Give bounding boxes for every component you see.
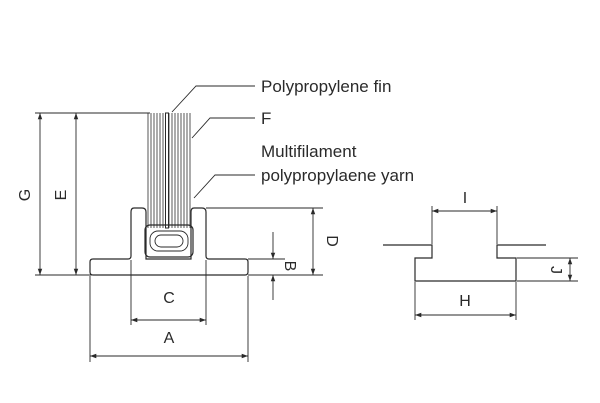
- dim-e-label: E: [53, 190, 70, 201]
- dim-g-label: G: [17, 189, 34, 201]
- yarn-bundle: [144, 224, 194, 258]
- dim-h-label: H: [459, 293, 471, 310]
- filament-pile: [147, 113, 191, 228]
- dim-j-label: J: [547, 266, 564, 274]
- callout-f-label: F: [261, 109, 271, 128]
- callout-fin-label: Polypropylene fin: [261, 77, 391, 96]
- dim-b-label: B: [281, 261, 298, 272]
- slot-outline: [383, 244, 546, 282]
- dimension-lines-left: [35, 112, 323, 362]
- callout-leaders: [171, 85, 255, 199]
- dim-c-label: C: [163, 290, 175, 307]
- callout-yarn-label-2: polypropylaene yarn: [261, 166, 414, 185]
- strip-profile: [89, 85, 255, 276]
- fin: [165, 112, 169, 229]
- dim-i-label: I: [463, 190, 467, 207]
- dim-a-label: A: [164, 330, 175, 347]
- strip-base-outline: [89, 207, 249, 276]
- dim-d-label: D: [323, 235, 340, 247]
- callout-yarn-label-1: Multifilament: [261, 142, 357, 161]
- slot-profile: [383, 206, 578, 320]
